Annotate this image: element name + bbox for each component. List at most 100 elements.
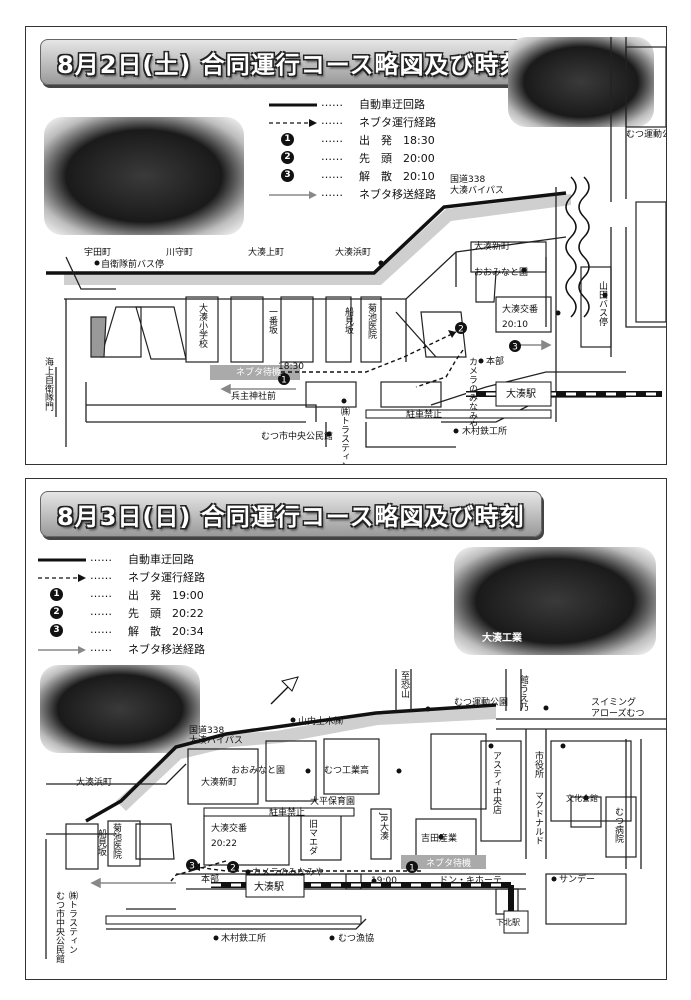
label-udamachi: 宇田町 <box>84 246 111 258</box>
legend-leader: …… <box>321 114 343 127</box>
label-sunday: サンデー <box>559 873 595 885</box>
marker-end: 3 <box>186 859 198 872</box>
photo-caption: 大湊工業 <box>482 633 522 644</box>
label-bunka: 文化会館 <box>566 793 598 803</box>
label-arrows: アローズむつ <box>591 707 645 719</box>
label-trust: ㈱トラスティン <box>67 890 78 954</box>
railway <box>466 381 662 407</box>
legend-label: 出 発 18:30 <box>359 134 435 147</box>
nebuta-route <box>195 866 421 872</box>
gray-arrow-icon <box>38 646 86 654</box>
page-title: 8月2日(土) 合同運行コース略図及び時刻 <box>57 50 525 79</box>
road-outlines <box>55 37 666 448</box>
label-jieitai-bus: 自衛隊前バス停 <box>101 258 164 270</box>
north-arrow-icon <box>270 676 299 705</box>
gray-arrow-icon <box>269 191 317 199</box>
label-shiyakusho: 市役所 <box>533 750 544 779</box>
marker-lead: 2 <box>455 322 467 335</box>
legend-leader: …… <box>90 623 112 636</box>
dashed-arrow-icon <box>269 119 317 127</box>
label-time-1900: 19:00 <box>371 876 397 886</box>
legend-item: …… ネブタ移送経路 <box>269 186 499 204</box>
nebuta-photo: 大湊工業 <box>454 547 656 655</box>
label-chusha: 駐車禁止 <box>269 806 305 818</box>
label-hyosu: 兵主神社前 <box>231 390 276 402</box>
legend-item: 2……先 頭 20:22 <box>38 605 268 623</box>
legend-leader: …… <box>321 168 343 181</box>
label-osorezan: 至恐山 <box>399 671 410 698</box>
label-nebuta-wait: ネブタ待機 <box>426 857 471 869</box>
legend-leader: …… <box>90 641 112 654</box>
legend-label: ネブタ移送経路 <box>359 188 436 201</box>
route-map: 1 2 3 国道338 大湊バイパス むつ運動公園 宇田町 川守町 大湊上町 大… <box>43 37 666 464</box>
legend-label: ネブタ運行経路 <box>128 571 205 584</box>
map-panel-aug3: 8月3日(日) 合同運行コース略図及び時刻 大湊工業 ……自動車迂回路……ネブタ… <box>25 478 667 980</box>
label-ominato-hama: 大湊浜町 <box>76 776 112 788</box>
label-ichibanzaka: 一番坂 <box>267 307 278 335</box>
detour-route-line <box>46 191 567 275</box>
label-yamada-bus: 山田バス停 <box>597 281 608 327</box>
label-bypass: 大湊バイパス <box>189 734 243 746</box>
label-koban: 大湊交番 <box>502 303 538 315</box>
number-marker-icon: 1 <box>50 588 63 601</box>
label-yoshida: 吉田産業 <box>421 832 457 844</box>
label-kimura: 木村鉄工所 <box>462 425 507 437</box>
transfer-route <box>90 877 176 889</box>
legend-label: 先 頭 20:00 <box>359 152 435 165</box>
label-time-2010: 20:10 <box>502 320 528 330</box>
legend-leader: …… <box>321 150 343 163</box>
legend-item: ……ネブタ移送経路 <box>38 641 268 659</box>
label-kominkan: むつ市中央公民館 <box>261 430 333 442</box>
map-label: 1 <box>409 864 415 874</box>
number-marker-icon: 2 <box>281 151 294 164</box>
legend-leader: …… <box>321 186 343 199</box>
legend-leader: …… <box>321 132 343 145</box>
label-kimura: 木村鉄工所 <box>221 932 266 944</box>
label-kominkan: むつ市中央公民館 <box>54 891 65 964</box>
label-shimokita: 下北駅 <box>496 918 520 927</box>
label-time-2022: 20:22 <box>211 839 237 849</box>
dashed-arrow-icon <box>38 574 86 582</box>
label-funamizaka: 船見坂 <box>343 306 354 335</box>
legend-leader: …… <box>90 605 112 618</box>
label-kantaro: 館うえ乃 <box>518 674 529 711</box>
legend-item: 1 …… 出 発 19:00 <box>38 587 268 605</box>
title-banner: 8月3日(日) 合同運行コース略図及び時刻 <box>40 491 542 537</box>
legend-label: 出 発 19:00 <box>128 589 204 602</box>
label-asuti: アスティ中央店 <box>491 751 502 815</box>
nebuta-photo <box>40 665 200 753</box>
legend-label: ネブタ運行経路 <box>359 116 436 129</box>
map-label: 1 <box>281 376 287 386</box>
label-mcd: マクドナルド <box>533 791 544 845</box>
nebuta-photo <box>44 117 244 235</box>
label-kamera: カメラのみなみや <box>467 357 478 429</box>
route-map: 1 2 3 むつ運動公園 スイミング アローズむつ 国道338 大湊バイパス 山… <box>45 669 666 964</box>
legend-item: 2 …… 先 頭 20:00 <box>269 150 499 168</box>
detour-route-line <box>85 703 497 823</box>
nebuta-wait-box <box>401 855 486 869</box>
map-label: 3 <box>512 343 518 353</box>
marker-end: 3 <box>509 340 521 353</box>
label-honbu: 本部 <box>201 873 219 885</box>
label-oominato-en: おおみなと園 <box>474 267 528 278</box>
bypass-road <box>116 707 496 811</box>
label-oominato-en: おおみなと園 <box>231 765 285 776</box>
legend-label: 解 散 20:34 <box>128 625 204 638</box>
label-trust: ㈱トラスティン <box>339 406 350 464</box>
map-label: 3 <box>189 862 195 872</box>
number-marker-icon: 1 <box>281 133 294 146</box>
label-ominato-eki: 大湊駅 <box>254 880 284 893</box>
label-mutsu-park: むつ運動公園 <box>454 697 508 708</box>
legend-item: 3 …… 解 散 20:34 <box>38 623 268 641</box>
no-parking-zone <box>365 409 552 419</box>
thick-line-icon <box>269 103 317 107</box>
legend-leader: …… <box>90 587 112 600</box>
label-koban: 大湊交番 <box>211 822 247 834</box>
label-kawamori: 川守町 <box>166 246 193 258</box>
number-marker-icon: 3 <box>50 624 63 637</box>
marker-lead: 2 <box>227 861 239 874</box>
marker-start: 1 <box>278 373 290 386</box>
page-title: 8月3日(日) 合同運行コース略図及び時刻 <box>57 502 525 531</box>
